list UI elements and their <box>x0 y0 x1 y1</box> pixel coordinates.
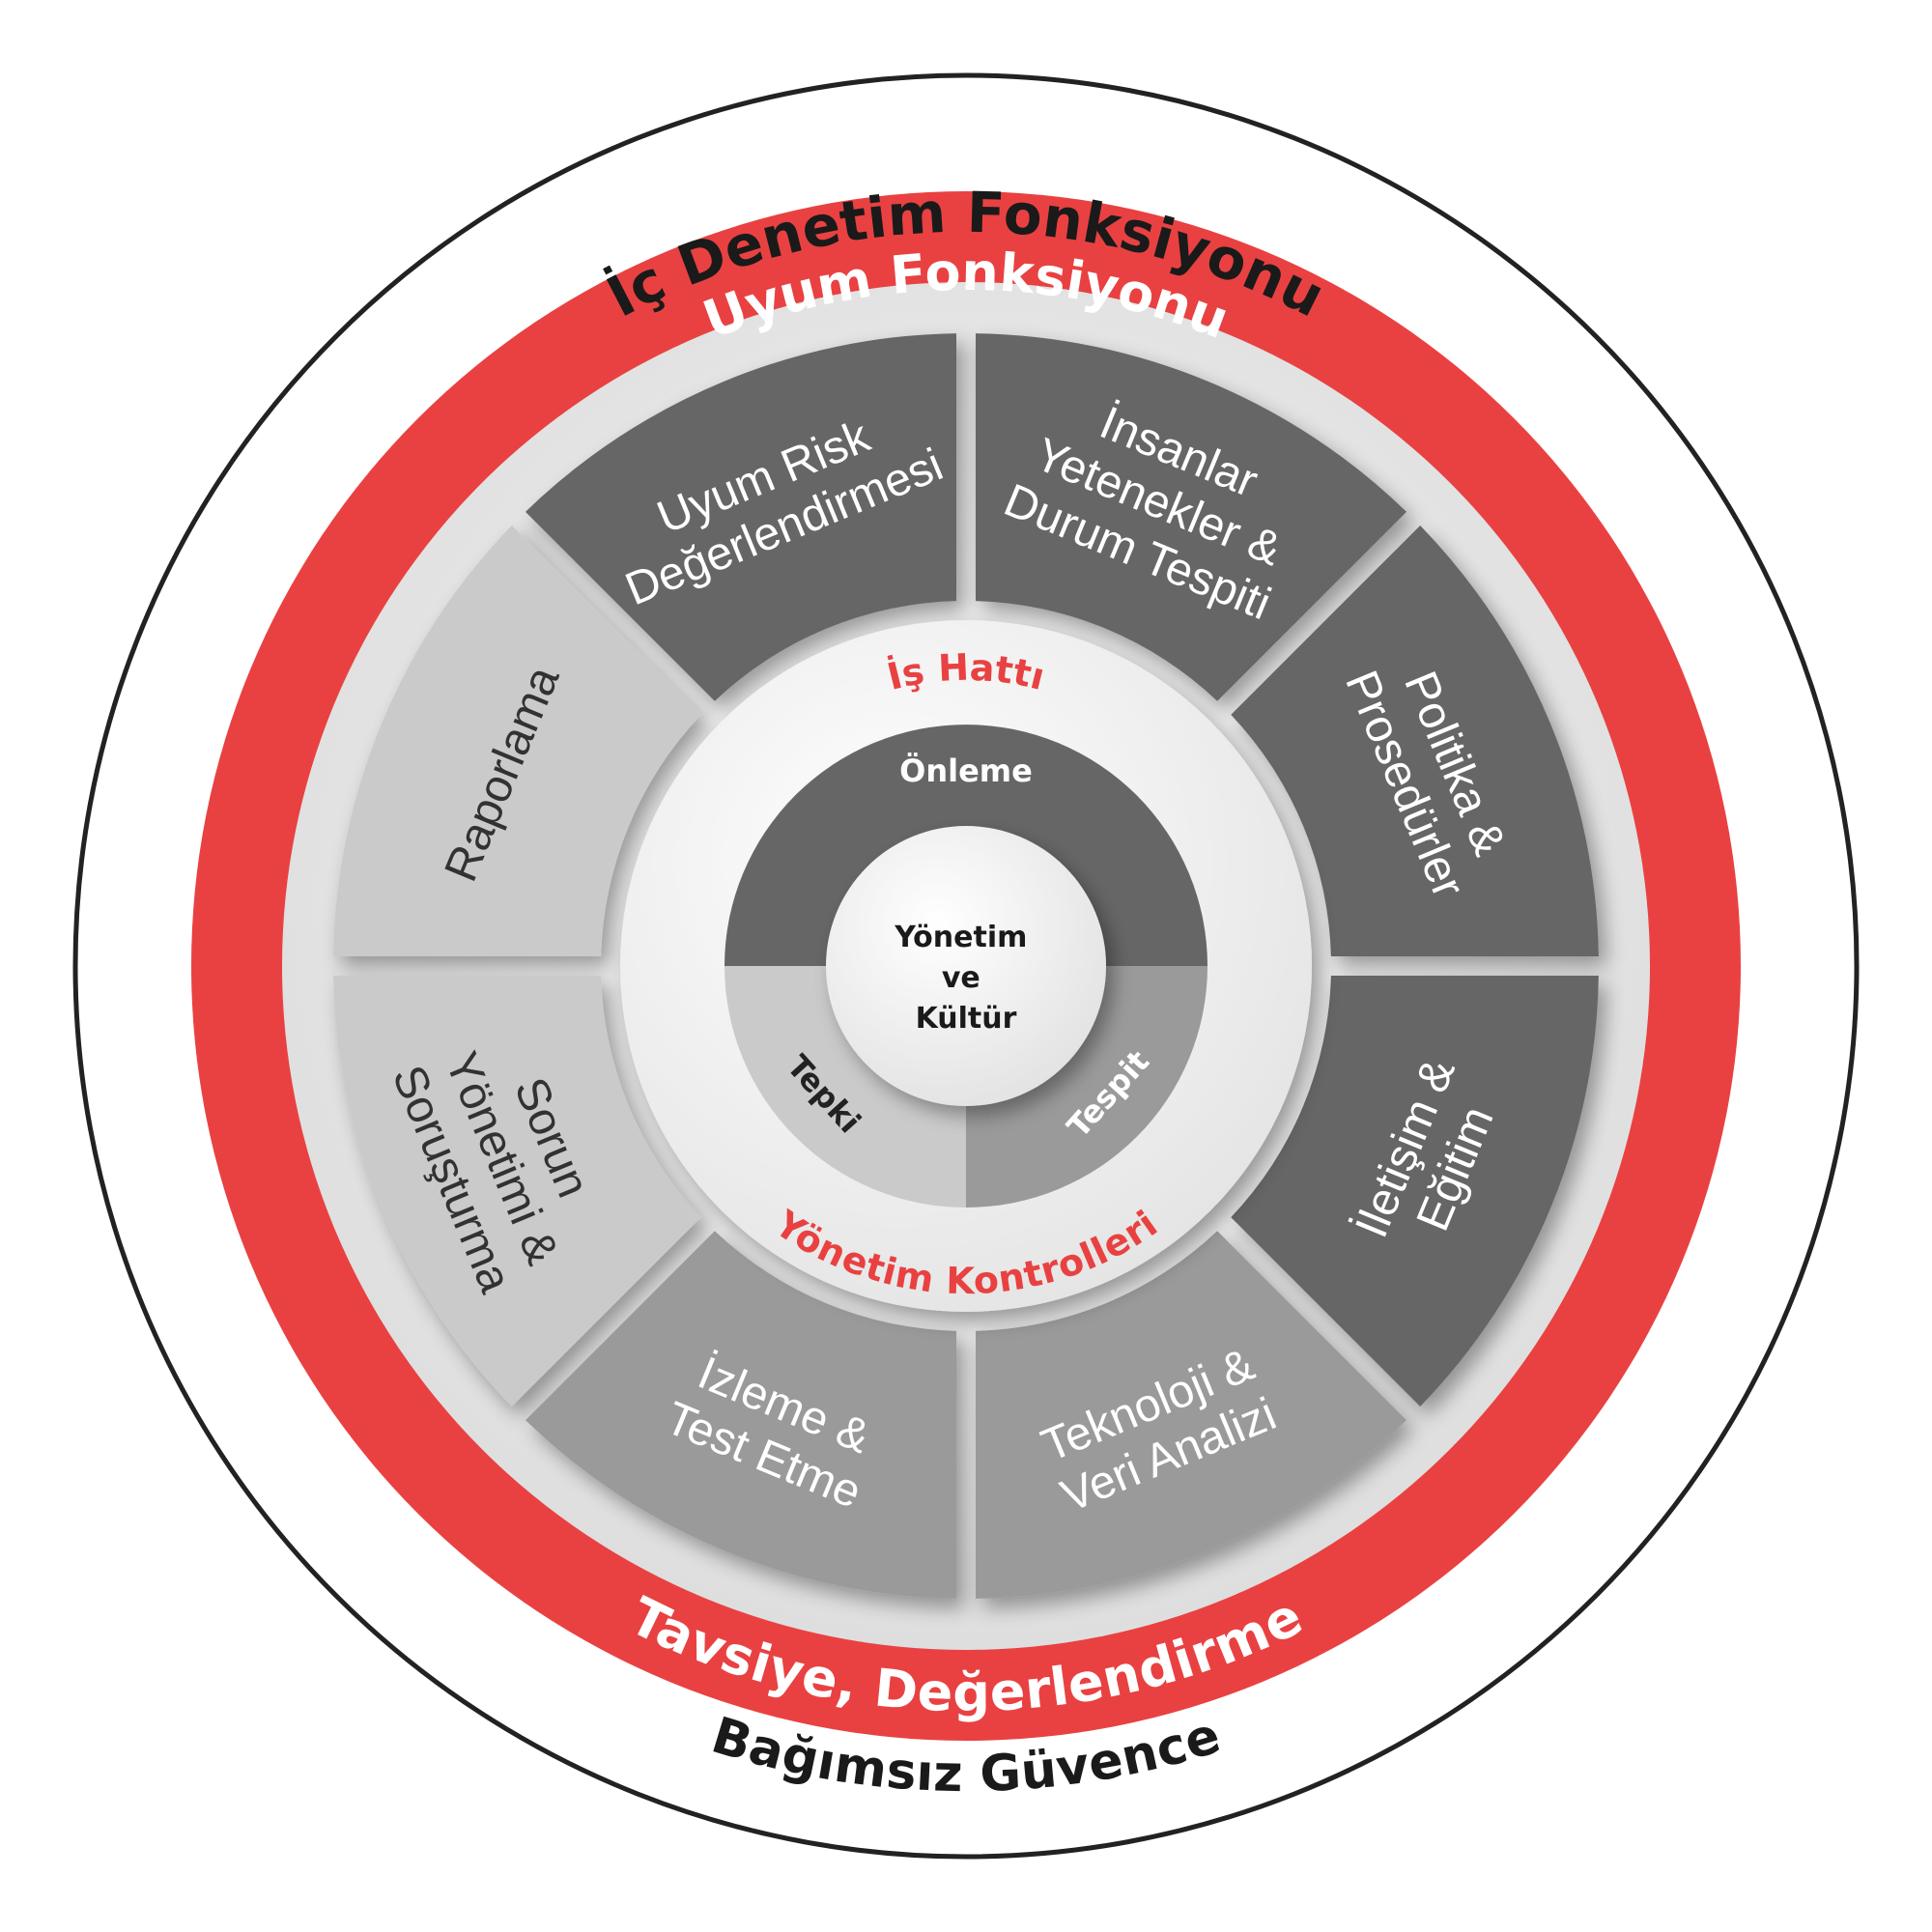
segment-label-1: İnsanlarYetenekler &Durum Tespiti <box>997 375 1319 630</box>
inner-label-1: Önleme <box>899 753 1033 789</box>
segment-1 <box>975 333 1407 701</box>
core-line-3: Kültür <box>916 1002 1017 1036</box>
core-circle <box>826 826 1106 1106</box>
segment-3 <box>1231 975 1599 1407</box>
segment-4 <box>975 1231 1407 1599</box>
segment-8 <box>525 333 957 701</box>
core-line-1: Yönetim <box>894 921 1027 954</box>
segment-7 <box>333 525 701 957</box>
segments-group: İnsanlarYetenekler &Durum TespitiPolitik… <box>333 333 1599 1599</box>
segment-2 <box>1231 525 1599 957</box>
segment-5 <box>525 1231 957 1599</box>
svg-text:Yönetim ve Kültür: Yönetim ve Kültür <box>894 921 1037 1036</box>
segment-6 <box>333 975 701 1407</box>
segment-label-3: İletişim &Eğitim <box>1346 1051 1515 1265</box>
core-line-2: ve <box>942 961 980 995</box>
